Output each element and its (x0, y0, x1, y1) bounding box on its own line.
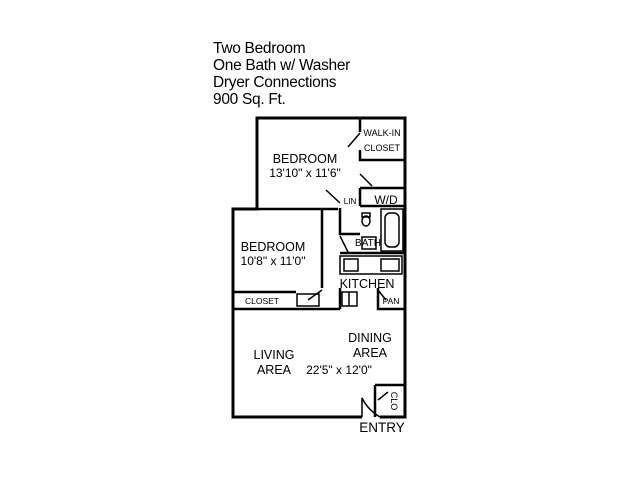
clo-label: CLO (389, 392, 399, 411)
heading-line-2: One Bath w/ Washer (213, 57, 351, 74)
walk-in-closet-label-1: WALK-IN (363, 128, 400, 138)
walk-in-closet-label-2: CLOSET (364, 143, 401, 153)
toilet-icon (361, 215, 371, 227)
bedroom1-label: BEDROOM (273, 152, 338, 166)
closet-shelf-icon (296, 293, 320, 307)
tub-icon (380, 208, 404, 252)
bedroom2-size: 10'8" x 11'0" (241, 254, 306, 268)
wd-label: W/D (374, 193, 398, 207)
living-label-1: LIVING (254, 348, 295, 362)
bedroom2-label: BEDROOM (241, 240, 306, 254)
kitchen-sink-icon (343, 258, 359, 272)
sink-icon (361, 236, 377, 250)
linen-label: LIN (344, 197, 357, 206)
door-swings (307, 132, 389, 418)
bath-label: BATH (355, 238, 381, 249)
heading-line-1: Two Bedroom (213, 40, 306, 57)
heading-line-4: 900 Sq. Ft. (213, 91, 286, 108)
plan-heading: Two Bedroom One Bath w/ Washer Dryer Con… (213, 40, 413, 108)
living-label-2: AREA (257, 363, 292, 377)
pantry-label: PAN (383, 296, 400, 306)
bedroom1-size: 13'10" x 11'6" (269, 166, 341, 180)
stove-icon (380, 258, 400, 272)
kitchen-label: KITCHEN (340, 277, 395, 291)
fixtures (296, 208, 404, 307)
heading-line-3: Dryer Connections (213, 74, 337, 91)
interior-walls (233, 118, 405, 417)
dining-label-2: AREA (353, 346, 388, 360)
kitchen-counter (339, 255, 403, 275)
entry-label: ENTRY (359, 420, 405, 435)
closet-label: CLOSET (245, 296, 279, 306)
living-size: 22'5" x 12'0" (306, 363, 372, 377)
dining-label-1: DINING (348, 331, 392, 345)
